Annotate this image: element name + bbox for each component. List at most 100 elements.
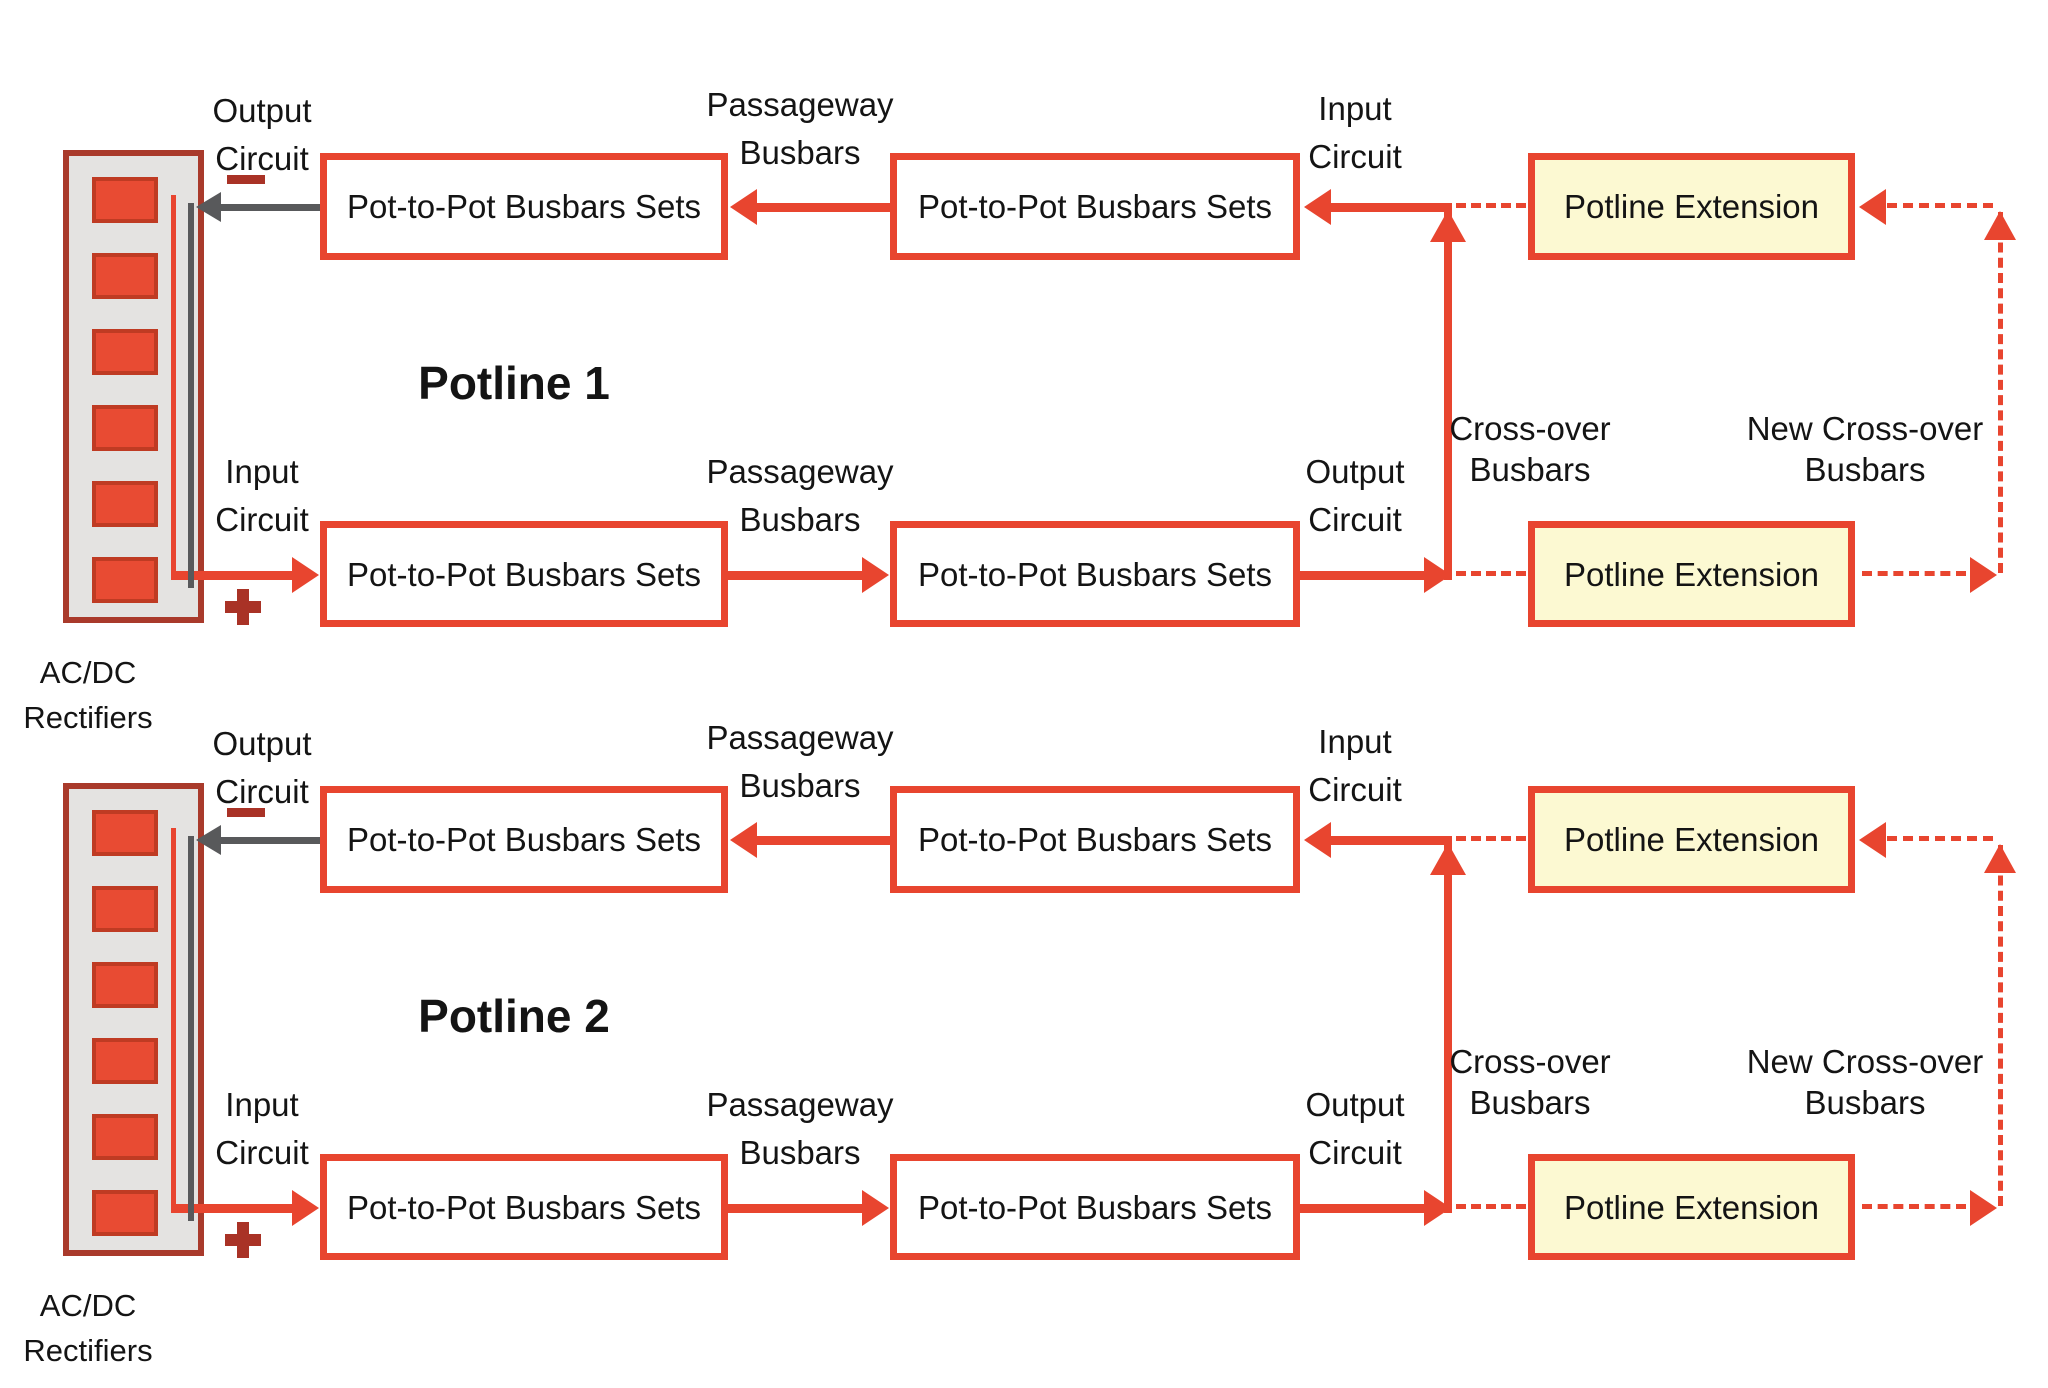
crossover-busbar-line [1444,203,1452,580]
new-crossover-busbars-label: New Cross-over Busbars [1715,1045,2015,1119]
label-line: Circuit [215,1134,309,1171]
new-crossover-busbars-label: New Cross-over Busbars [1715,412,2015,486]
rectifier-cell-icon [92,1190,158,1236]
pot-to-pot-box-label: Pot-to-Pot Busbars Sets [347,1188,701,1226]
crossover-busbar-line [1444,836,1452,1213]
passageway-busbar-line [728,571,862,580]
rectifier-cell-icon [92,405,158,451]
label-line: Circuit [1308,138,1402,175]
pot-to-pot-box-label: Pot-to-Pot Busbars Sets [347,188,701,225]
rectifier-cell-icon [92,481,158,527]
arrowhead-right-icon [1970,557,1997,593]
rectifier-label-line1: AC/DC [39,655,137,690]
passageway-busbars-label: Passageway Busbars [690,721,910,802]
rectifier-label-line1: AC/DC [39,1288,137,1323]
arrowhead-left-icon [1304,189,1331,225]
label-line: Output [1305,453,1405,490]
output-circuit-right-line [1300,1204,1424,1213]
potline-extension-box: Potline Extension [1528,153,1855,260]
output-arrowhead-icon [196,192,221,222]
rectifier-cell-icon [92,329,158,375]
input-circuit-label: Input Circuit [1275,725,1435,806]
input-bus-riser-line [171,195,176,575]
label-line: Passageway [706,719,894,756]
input-arrowhead-icon [292,557,319,593]
pot-to-pot-box: Pot-to-Pot Busbars Sets [890,786,1300,893]
arrowhead-left-icon [730,189,757,225]
passageway-busbars-label: Passageway Busbars [690,455,910,536]
label-line: Busbars [1469,451,1591,488]
label-line: Cross-over [1449,410,1611,447]
rectifier-cell-icon [92,1038,158,1084]
output-bus-riser-line [188,836,194,1221]
pot-to-pot-box: Pot-to-Pot Busbars Sets [320,1154,728,1260]
label-line: Busbars [1469,1084,1591,1121]
label-line: Circuit [215,773,309,810]
label-line: Input [225,1086,299,1123]
input-circuit-label: Input Circuit [1275,92,1435,173]
arrowhead-left-icon [730,822,757,858]
label-line: Circuit [1308,501,1402,538]
pot-to-pot-box-label: Pot-to-Pot Busbars Sets [918,555,1272,593]
potline-extension-label: Potline Extension [1564,555,1819,593]
label-line: Output [1305,1086,1405,1123]
label-line: Busbars [739,767,861,804]
pot-to-pot-box: Pot-to-Pot Busbars Sets [320,521,728,627]
input-arrowhead-icon [292,1190,319,1226]
arrowhead-up-icon [1984,844,2016,873]
positive-polarity-icon [225,1222,261,1258]
output-circuit-line [216,837,320,844]
label-line: New Cross-over [1746,410,1984,447]
output-circuit-label: Output Circuit [1275,1088,1435,1169]
input-circuit-label: Input Circuit [182,455,342,536]
potline-title: Potline 1 [418,357,610,409]
label-line: Circuit [215,140,309,177]
rectifier-cell-icon [92,962,158,1008]
input-circuit-right-line [1330,836,1448,845]
input-bus-riser-line [171,828,176,1208]
extension-dashed-link [1456,203,1526,208]
pot-to-pot-box-label: Pot-to-Pot Busbars Sets [918,821,1272,858]
pot-to-pot-box: Pot-to-Pot Busbars Sets [890,1154,1300,1260]
arrowhead-up-icon [1984,211,2016,240]
rectifier-cell-icon [92,1114,158,1160]
potline-title: Potline 2 [418,990,610,1042]
rectifier-cell-icon [92,557,158,603]
label-line: Busbars [739,134,861,171]
label-line: Input [1318,90,1392,127]
potline-extension-label: Potline Extension [1564,821,1819,858]
arrowhead-left-icon [1859,189,1886,225]
label-line: Busbars [739,501,861,538]
input-circuit-line [171,1204,292,1213]
arrowhead-left-icon [1304,822,1331,858]
rectifier-cell-icon [92,253,158,299]
passageway-busbar-line [728,1204,862,1213]
input-circuit-line [171,571,292,580]
arrowhead-right-icon [862,1190,889,1226]
label-line: Busbars [1804,451,1926,488]
output-circuit-label: Output Circuit [182,727,342,808]
rectifier-cell-icon [92,177,158,223]
label-line: Busbars [1804,1084,1926,1121]
arrowhead-right-icon [1970,1190,1997,1226]
arrowhead-right-icon [862,557,889,593]
new-crossover-busbar-line [1998,212,2003,573]
label-line: Output [212,92,312,129]
negative-polarity-icon [227,808,265,817]
pot-to-pot-box-label: Pot-to-Pot Busbars Sets [918,1188,1272,1226]
arrowhead-up-icon [1430,843,1466,875]
output-circuit-right-line [1300,571,1424,580]
rectifier-label-line2: Rectifiers [23,700,153,735]
extension-dashed-link [1456,836,1526,841]
rectifier-label: AC/DC Rectifiers [8,657,168,733]
output-arrowhead-icon [196,825,221,855]
label-line: Busbars [739,1134,861,1171]
output-circuit-label: Output Circuit [182,94,342,175]
potline-extension-box: Potline Extension [1528,521,1855,627]
label-line: Passageway [706,453,894,490]
arrowhead-left-icon [1859,822,1886,858]
label-line: Input [1318,723,1392,760]
label-line: Passageway [706,86,894,123]
new-crossover-busbar-line [1998,845,2003,1206]
pot-to-pot-box-label: Pot-to-Pot Busbars Sets [347,555,701,593]
